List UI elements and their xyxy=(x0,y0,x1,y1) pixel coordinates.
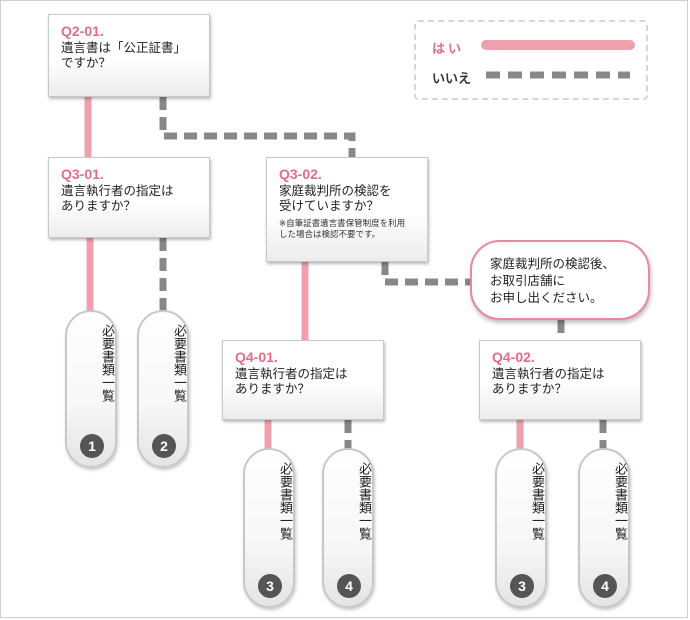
question-note: ※自筆証書遺言書保管制度を利用 した場合は検認不要です。 xyxy=(279,219,406,240)
question-q4-02: Q4-02. 遺言執行者の指定は ありますか？ xyxy=(479,340,641,420)
question-q3-02: Q3-02. 家庭裁判所の検認を 受けていますか？ ※自筆証書遺言書保管制度を利… xyxy=(266,157,428,262)
result-documents-3b[interactable]: 必要書類一覧 3 xyxy=(495,448,547,608)
result-label: 必要書類一覧 xyxy=(277,462,292,540)
result-label: 必要書類一覧 xyxy=(171,324,186,402)
result-label: 必要書類一覧 xyxy=(529,462,544,540)
question-id: Q3-01. xyxy=(61,166,104,182)
question-id: Q3-02. xyxy=(279,166,322,182)
result-number-badge: 1 xyxy=(80,434,104,458)
question-id: Q2-01. xyxy=(61,23,104,39)
no-line-q2-q3-02 xyxy=(159,97,356,157)
result-documents-3[interactable]: 必要書類一覧 3 xyxy=(243,448,295,608)
question-id: Q4-02. xyxy=(492,349,535,365)
result-documents-2[interactable]: 必要書類一覧 2 xyxy=(137,310,189,468)
no-line-q3-02-callout xyxy=(381,262,470,286)
question-text: 遺言書は「公正証書」 ですか？ xyxy=(61,40,187,70)
result-number-badge: 2 xyxy=(152,434,176,458)
question-text: 家庭裁判所の検認を 受けていますか？ xyxy=(279,183,392,213)
result-documents-4b[interactable]: 必要書類一覧 4 xyxy=(578,448,630,608)
question-text: 遺言執行者の指定は ありますか？ xyxy=(61,183,174,213)
question-text: 遺言執行者の指定は ありますか？ xyxy=(235,366,348,396)
result-documents-4[interactable]: 必要書類一覧 4 xyxy=(322,448,374,608)
result-documents-1[interactable]: 必要書類一覧 1 xyxy=(65,310,117,468)
result-number-badge: 3 xyxy=(258,574,282,598)
question-id: Q4-01. xyxy=(235,349,278,365)
result-number-badge: 4 xyxy=(593,574,617,598)
callout-contact-branch: 家庭裁判所の検認後、 お取引店舗に お申し出ください。 xyxy=(470,240,650,320)
question-q3-01: Q3-01. 遺言執行者の指定は ありますか？ xyxy=(48,157,210,238)
question-q4-01: Q4-01. 遺言執行者の指定は ありますか？ xyxy=(222,340,384,420)
legend-yes-label: はい xyxy=(432,42,465,57)
question-q2-01: Q2-01. 遺言書は「公正証書」 ですか？ xyxy=(48,14,210,97)
result-label: 必要書類一覧 xyxy=(612,462,627,540)
result-label: 必要書類一覧 xyxy=(356,462,371,540)
question-text: 遺言執行者の指定は ありますか？ xyxy=(492,366,605,396)
legend: はい いいえ xyxy=(414,20,648,100)
result-number-badge: 3 xyxy=(510,574,534,598)
legend-no-label: いいえ xyxy=(432,72,472,87)
result-label: 必要書類一覧 xyxy=(99,324,114,402)
result-number-badge: 4 xyxy=(337,574,361,598)
